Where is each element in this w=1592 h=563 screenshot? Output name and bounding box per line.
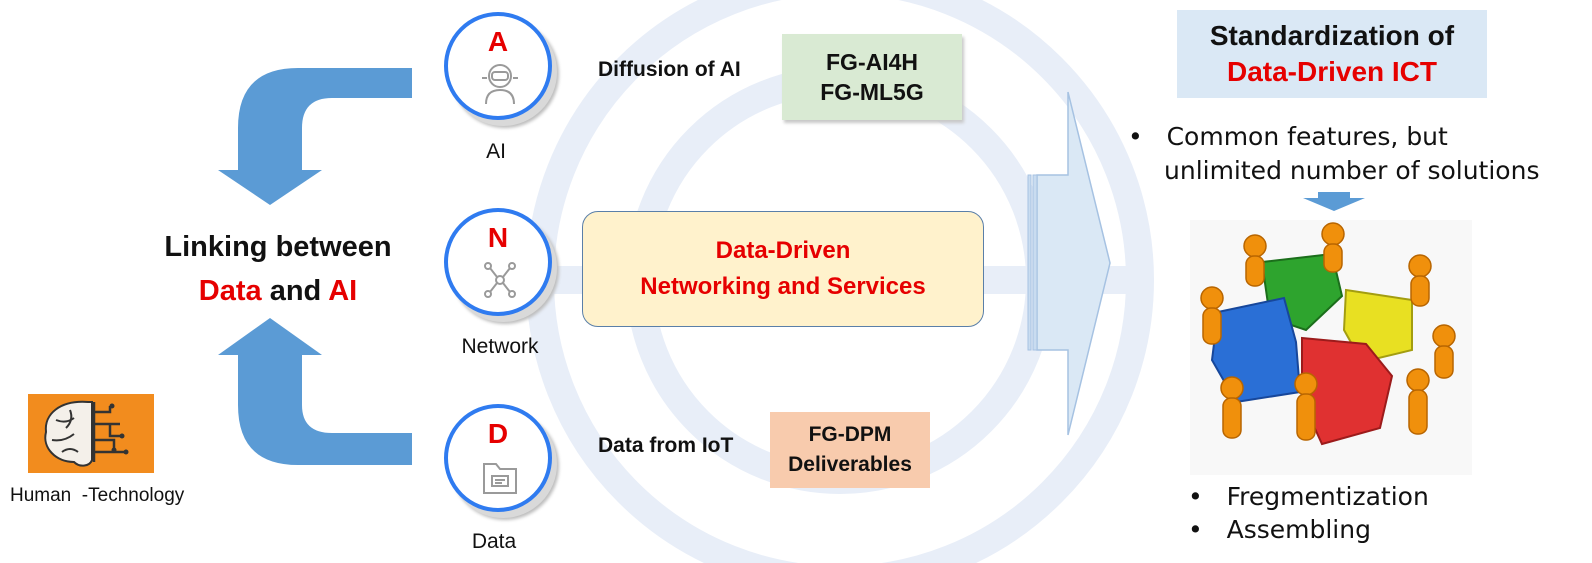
node-data-label: Data xyxy=(471,530,517,553)
title-data-word: Data xyxy=(198,275,262,307)
node-network-circle: N xyxy=(444,208,552,316)
common-features-bullet: • Common features, but unlimited number … xyxy=(1128,120,1539,188)
data-from-iot-label: Data from IoT xyxy=(598,434,734,457)
networking-services-text: Networking and Services xyxy=(640,273,926,300)
common-features-line1-text: Common features, but xyxy=(1166,122,1448,151)
node-data-letter: D xyxy=(487,418,509,449)
title-ai-word: AI xyxy=(328,275,358,307)
puzzle-teamwork-image xyxy=(1190,220,1472,475)
big-right-arrow xyxy=(1027,91,1111,436)
fregmentization-text: Fregmentization xyxy=(1226,482,1429,511)
assembling-text: Assembling xyxy=(1226,515,1371,544)
standardization-title-line1: Standardization of xyxy=(1209,20,1455,51)
common-features-line2: unlimited number of solutions xyxy=(1164,156,1540,185)
standardization-title-line2: Data-Driven ICT xyxy=(1226,56,1438,87)
standardization-title-box: Standardization of Data-Driven ICT xyxy=(1177,10,1487,98)
fg-ai4h-text: FG-AI4H xyxy=(826,49,918,75)
linking-title: Linking between Data and AI xyxy=(150,225,406,313)
node-data-circle: D xyxy=(444,404,552,512)
data-driven-text: Data-Driven xyxy=(715,237,851,264)
brain-technology-image xyxy=(28,394,154,473)
node-network-letter: N xyxy=(487,222,509,253)
node-ai-letter: A xyxy=(487,26,509,57)
node-network-label: Network xyxy=(461,335,539,358)
fg-ml5g-text: FG-ML5G xyxy=(820,79,924,105)
brain-image-caption: Human -Technology xyxy=(10,485,185,506)
node-ai-label: AI xyxy=(486,140,506,163)
robot-icon xyxy=(482,64,518,105)
fg-dpm-box: FG-DPM Deliverables xyxy=(770,412,930,488)
title-and-word: and xyxy=(269,275,322,307)
folder-icon xyxy=(483,463,517,494)
fg-ai-box: FG-AI4H FG-ML5G xyxy=(782,34,962,120)
small-down-arrow xyxy=(1303,192,1365,211)
deliverables-text: Deliverables xyxy=(788,453,912,476)
fg-dpm-text: FG-DPM xyxy=(808,423,892,446)
network-icon xyxy=(484,262,516,298)
linking-title-line2: Data and AI xyxy=(150,269,406,313)
linking-title-line1: Linking between xyxy=(164,231,392,263)
curved-arrow-bottom xyxy=(218,318,412,465)
assembling-bullet: • Assembling xyxy=(1188,515,1371,544)
common-features-line1: • Common features, but xyxy=(1128,122,1448,151)
fregmentization-bullet: • Fregmentization xyxy=(1188,482,1429,511)
diffusion-of-ai-label: Diffusion of AI xyxy=(598,58,741,81)
curved-arrow-top xyxy=(218,68,412,205)
node-ai-circle: A xyxy=(444,12,552,120)
data-driven-networking-box: Data-Driven Networking and Services xyxy=(582,211,984,327)
